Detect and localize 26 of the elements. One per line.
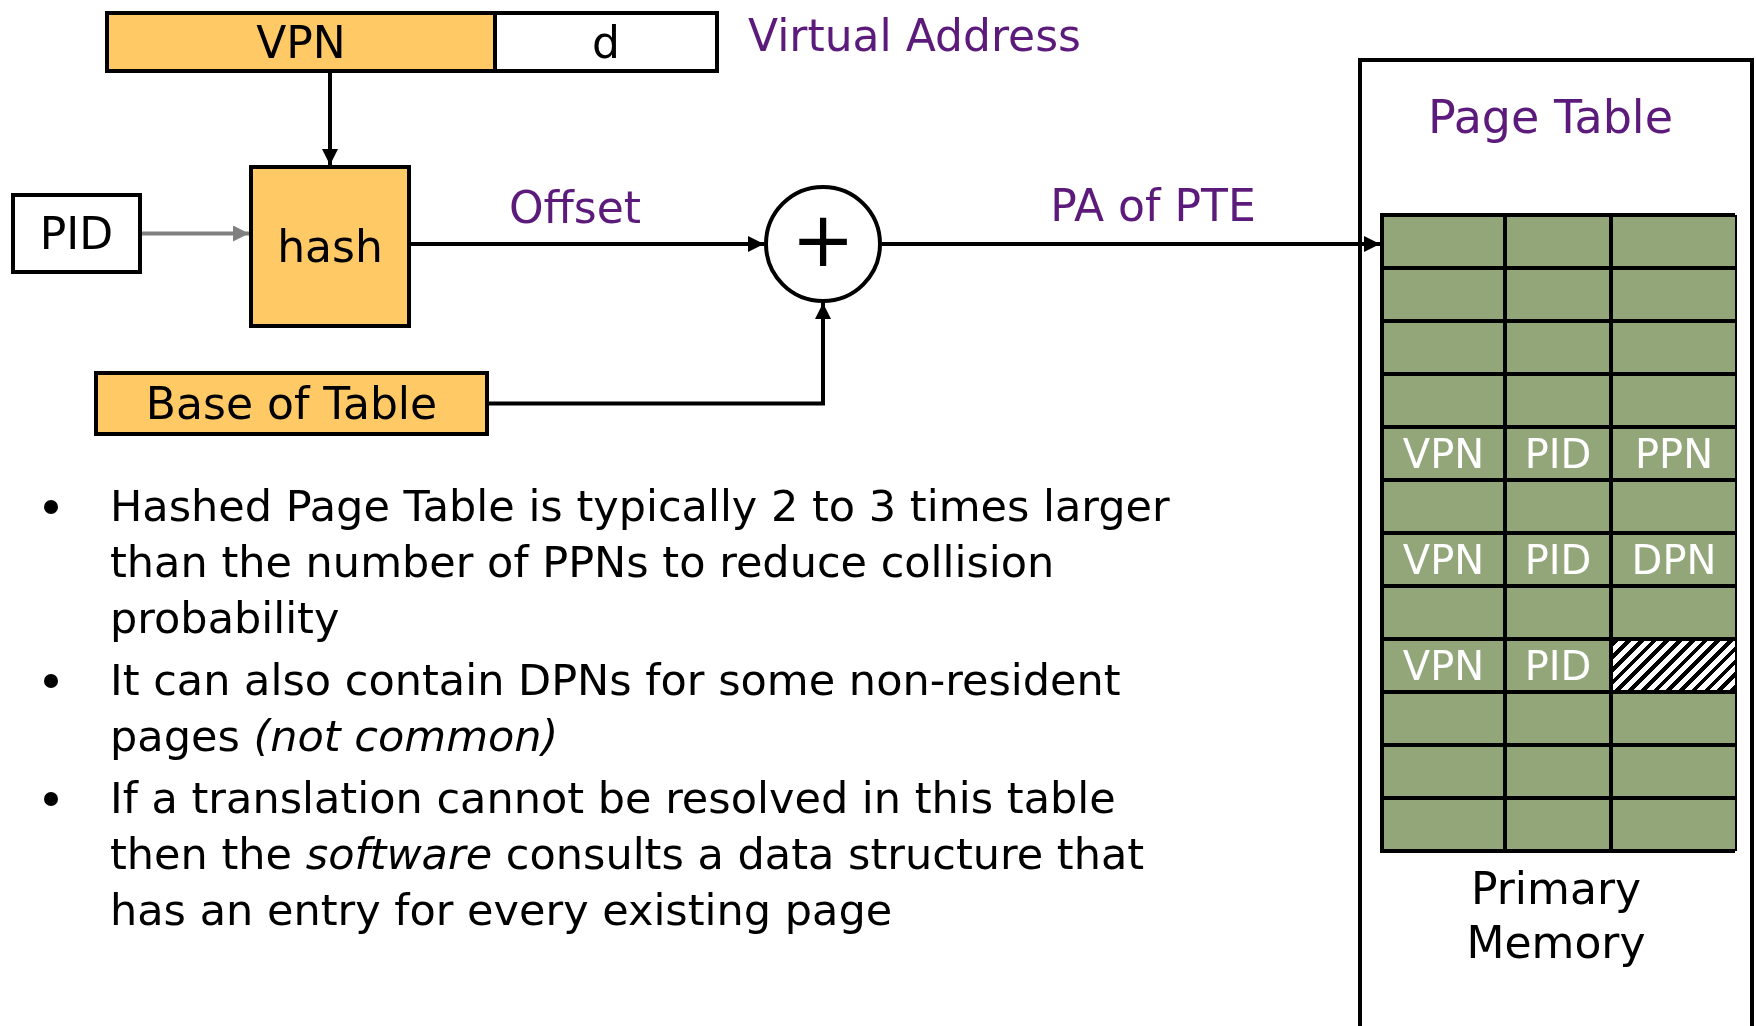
bullet-text: It can also contain DPNs for some non-resident pages (not common) [110, 654, 1122, 763]
bullet-text: Hashed Page Table is typically 2 to 3 times larger than the number of PPNs to reduce collision probability [110, 480, 1170, 645]
arrow [142, 225, 249, 242]
memory-label: Primary Memory [1465, 862, 1647, 970]
table-cell: VPN [1382, 533, 1505, 586]
register-box: Base of Table [94, 371, 489, 436]
table-cell: PID [1505, 427, 1611, 480]
edge-label: PA of PTE [1050, 179, 1256, 231]
arrow [322, 73, 338, 165]
table-title: Page Table [1428, 90, 1673, 144]
arrow [411, 236, 764, 252]
address-label: Virtual Address [748, 10, 1081, 61]
arrow [489, 303, 831, 406]
table-cell: PID [1505, 639, 1611, 692]
memory-box [1358, 58, 1754, 1026]
table-cell: DPN [1611, 533, 1737, 586]
edge-label: Offset [508, 181, 642, 233]
table-cell: VPN [1382, 639, 1505, 692]
table-cell: PID [1505, 533, 1611, 586]
table-cell: PPN [1611, 427, 1737, 480]
bullet-text: If a translation cannot be resolved in this table then the software consults a data structure that has an entry for every existing page [110, 772, 1146, 937]
process-box: PID [11, 193, 142, 274]
table-cell: VPN [1382, 427, 1505, 480]
process-box: hash [249, 165, 411, 328]
arrow [882, 236, 1380, 252]
adder-circle: + [764, 185, 882, 303]
